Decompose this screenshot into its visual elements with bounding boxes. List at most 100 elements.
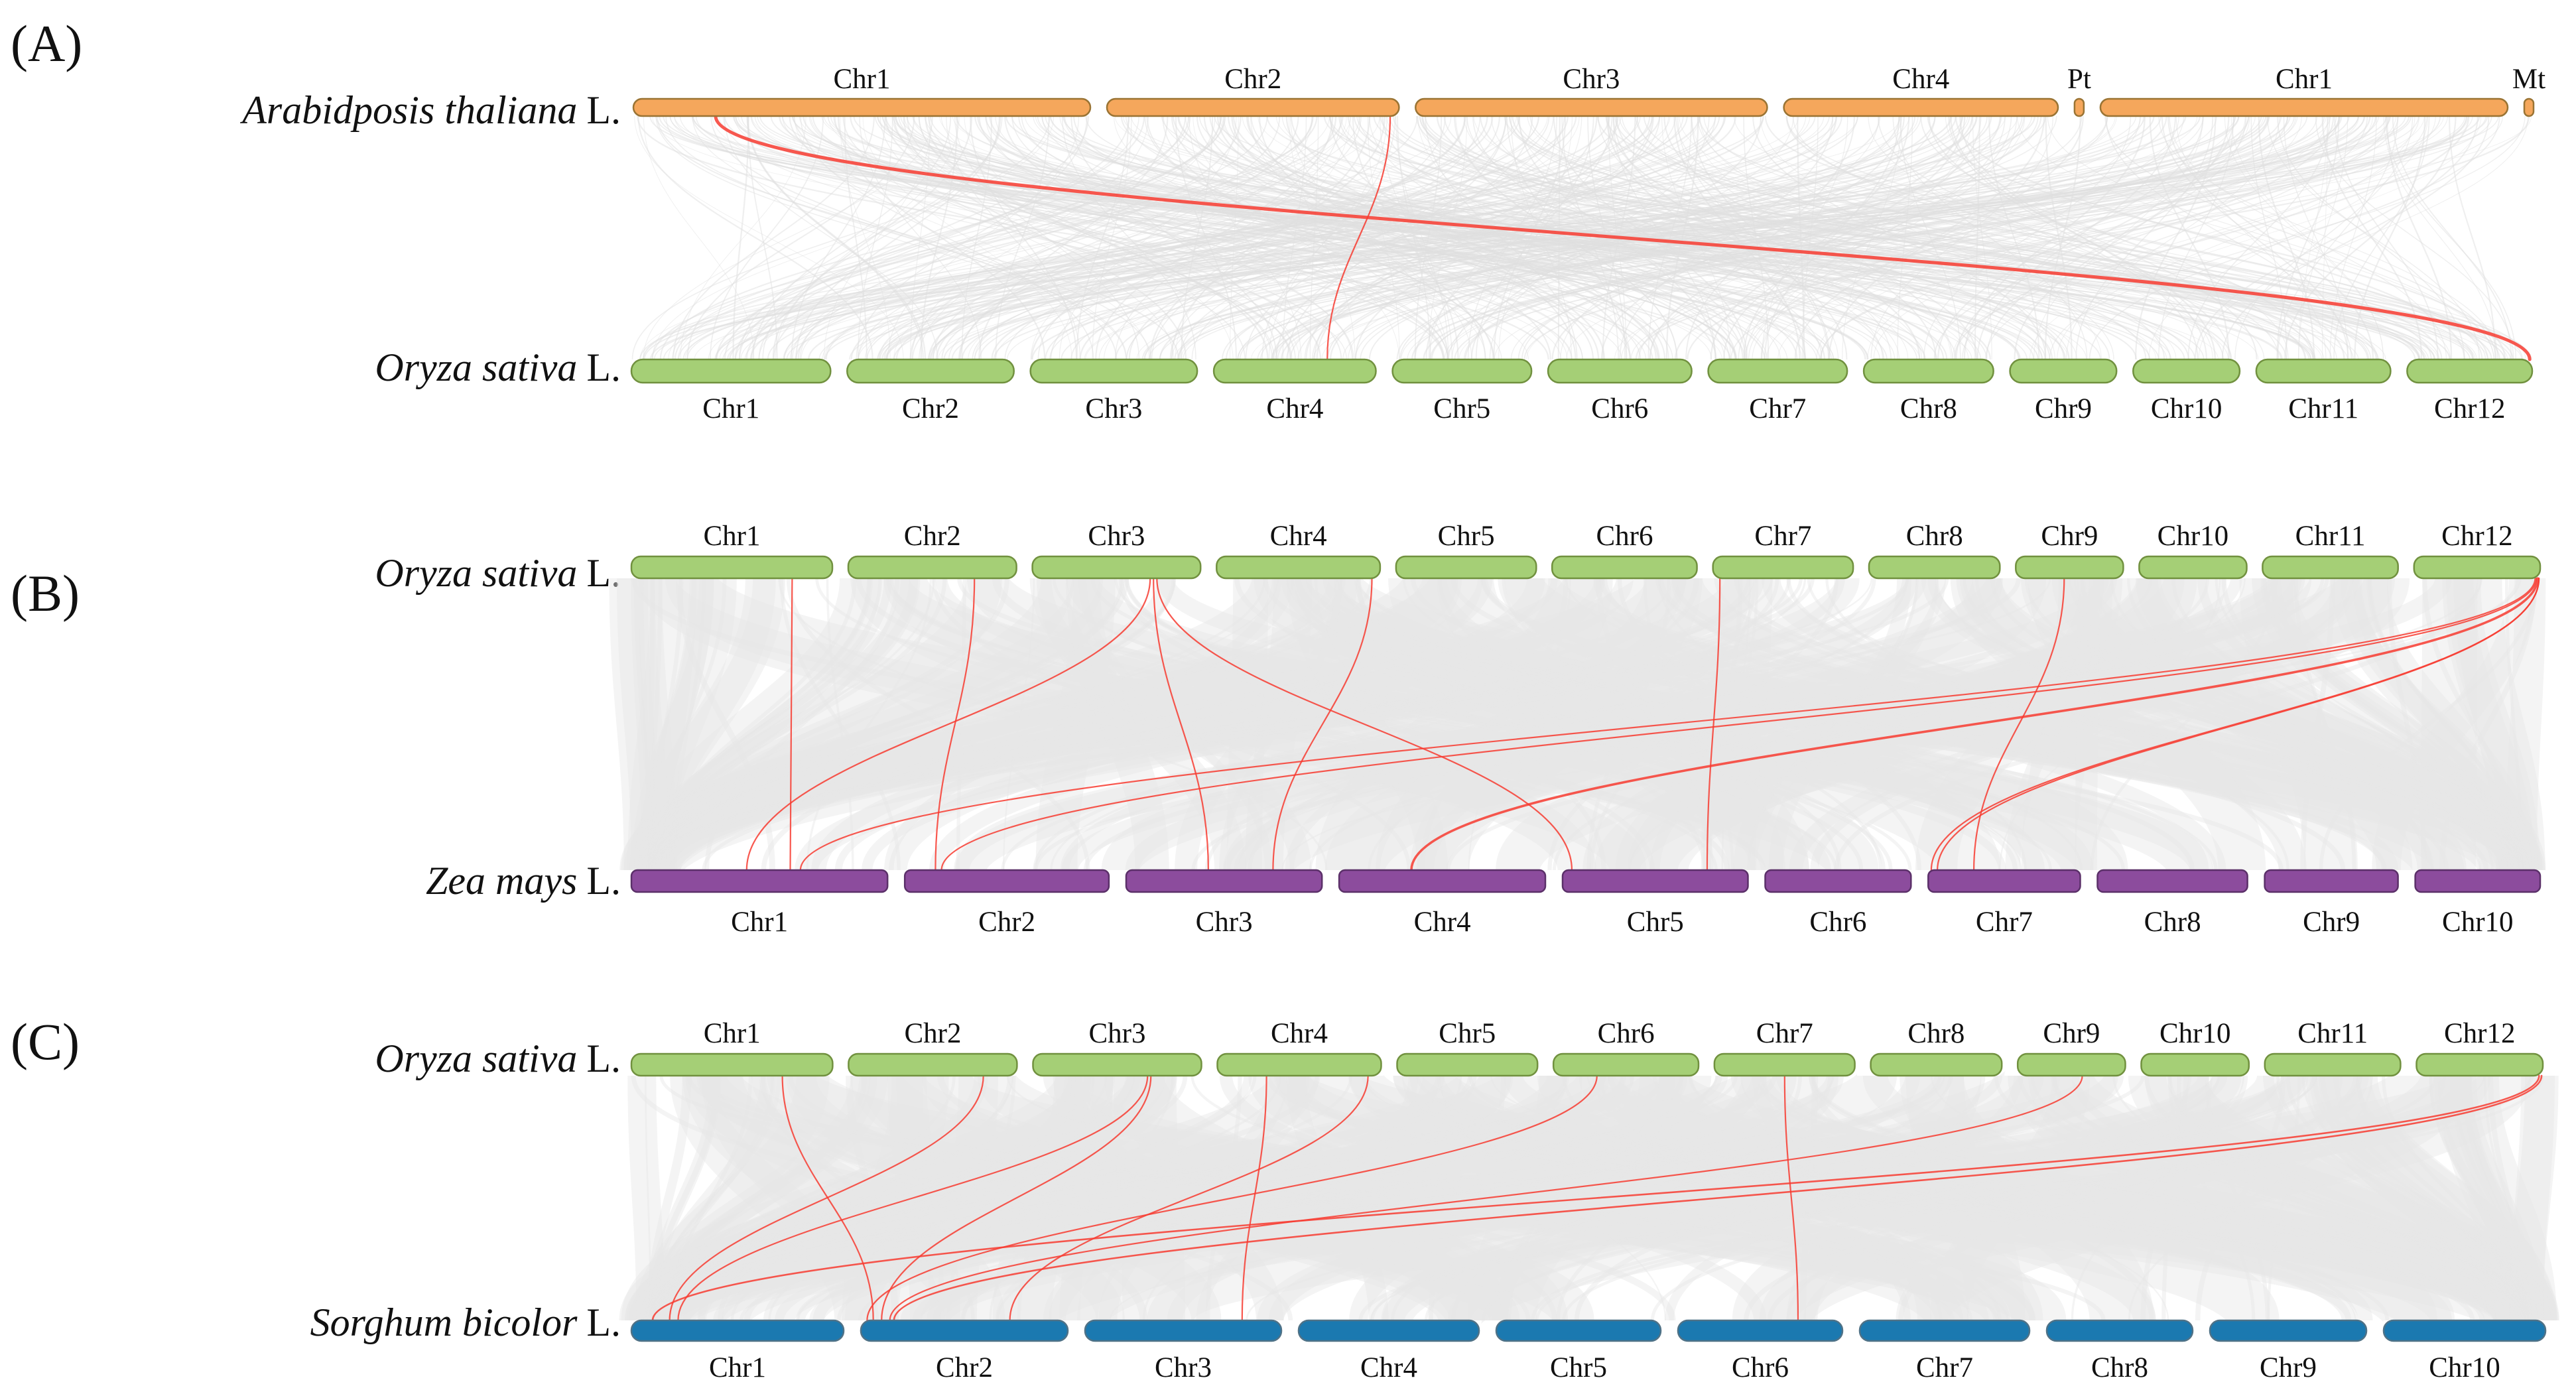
- chromosome-label: Chr6: [1596, 521, 1653, 552]
- synteny-link-gray: [696, 1072, 1520, 1324]
- synteny-link-gray: [1509, 115, 2147, 360]
- synteny-link-gray: [1018, 115, 1642, 360]
- chromosome-label: Chr11: [2288, 393, 2358, 424]
- synteny-link-gray: [1547, 578, 1838, 871]
- synteny-link-gray: [767, 1068, 2067, 1328]
- synteny-link-gray: [1276, 1062, 2559, 1334]
- synteny-link-gray: [1114, 1075, 1186, 1321]
- synteny-link-gray: [850, 576, 1596, 873]
- synteny-link-gray: [1429, 115, 2340, 360]
- synteny-link-gray: [2075, 115, 2214, 360]
- synteny-link-gray: [826, 578, 854, 871]
- synteny-link-gray: [671, 578, 706, 871]
- synteny-link-gray: [619, 571, 1699, 877]
- synteny-link-gray: [2262, 578, 2524, 871]
- synteny-link-gray: [907, 115, 1275, 360]
- synteny-link-red: [789, 577, 793, 871]
- synteny-link-gray: [715, 115, 1701, 360]
- synteny-link-gray: [954, 577, 2109, 871]
- synteny-link-gray: [1643, 578, 1734, 871]
- chromosome-bar: [1216, 555, 1382, 580]
- synteny-link-gray: [1125, 578, 1893, 871]
- synteny-link-gray: [1464, 115, 2167, 360]
- synteny-link-gray: [643, 1075, 776, 1321]
- chromosome-label: Chr1: [702, 393, 759, 424]
- chromosome-label: Chr5: [1550, 1352, 1607, 1383]
- synteny-link-gray: [2437, 1075, 2557, 1321]
- synteny-link-gray: [759, 1067, 1568, 1329]
- synteny-link-gray: [659, 1075, 1999, 1321]
- synteny-link-gray: [1006, 1075, 2009, 1321]
- synteny-link-red: [1937, 577, 2540, 871]
- synteny-link-gray: [2167, 1075, 2256, 1321]
- synteny-link-gray: [1156, 576, 2530, 872]
- synteny-link-gray: [2128, 1075, 2373, 1321]
- synteny-link-gray: [1936, 578, 2522, 871]
- synteny-link-gray: [862, 115, 1072, 360]
- synteny-link-gray: [801, 115, 1452, 360]
- chromosome-label: Chr6: [1598, 1018, 1655, 1049]
- chromosome-label: Chr5: [1438, 521, 1495, 552]
- synteny-link-gray: [2372, 578, 2538, 871]
- synteny-link-gray: [2018, 1075, 2529, 1321]
- synteny-link-gray: [846, 1075, 899, 1321]
- synteny-link-gray: [888, 577, 1545, 871]
- synteny-link-gray: [795, 115, 1653, 360]
- synteny-link-red: [1153, 577, 1209, 871]
- panel-c-red-links: [651, 1074, 2543, 1322]
- synteny-link-gray: [1144, 115, 2331, 360]
- synteny-link-gray: [1142, 1075, 1462, 1321]
- chromosome-label: Chr12: [2441, 521, 2513, 552]
- synteny-link-gray: [634, 115, 904, 360]
- synteny-link-gray: [1043, 1072, 1989, 1324]
- synteny-link-gray: [2505, 578, 2546, 871]
- synteny-link-red: [677, 1074, 1149, 1322]
- chromosome-label: Chr2: [905, 1018, 962, 1049]
- chromosome-label: Chr3: [1089, 1018, 1146, 1049]
- synteny-link-gray: [1349, 1072, 2544, 1324]
- synteny-link-gray: [747, 115, 927, 360]
- synteny-link-gray: [1289, 115, 1356, 360]
- synteny-link-gray: [648, 578, 1374, 871]
- synteny-link-gray: [1480, 115, 2051, 360]
- synteny-link-gray: [1175, 115, 1350, 360]
- synteny-link-gray: [1535, 1075, 2544, 1321]
- chromosome-label: Chr1: [731, 907, 788, 938]
- synteny-link-gray: [1370, 1075, 2485, 1321]
- synteny-link-gray: [2045, 115, 2073, 360]
- chromosome-bar: [2382, 1319, 2547, 1342]
- chromosome-label: Chr10: [2157, 521, 2229, 552]
- synteny-link-gray: [930, 115, 1811, 360]
- synteny-link-gray: [932, 1074, 2210, 1322]
- synteny-link-gray: [775, 1073, 2124, 1323]
- chromosome-bar: [2099, 97, 2509, 117]
- synteny-link-gray: [1148, 115, 2466, 360]
- synteny-link-gray: [1747, 578, 1919, 871]
- synteny-link-red: [940, 577, 2538, 871]
- synteny-link-gray: [1898, 1075, 2248, 1321]
- synteny-link-gray: [701, 1074, 941, 1322]
- synteny-link-red: [1241, 1074, 1267, 1322]
- synteny-link-gray: [977, 1071, 1963, 1325]
- synteny-link-gray: [1396, 115, 2025, 360]
- synteny-link-gray: [1293, 574, 2001, 875]
- chromosome-label: Mt: [2512, 64, 2545, 95]
- chromosome-bar: [630, 1319, 845, 1342]
- synteny-link-red: [1272, 577, 1373, 871]
- synteny-link-gray: [2329, 115, 2377, 360]
- synteny-link-gray: [2270, 578, 2524, 871]
- synteny-link-gray: [1358, 1075, 2534, 1321]
- synteny-link-gray: [634, 578, 786, 871]
- synteny-link-gray: [648, 578, 883, 871]
- synteny-link-gray: [2074, 578, 2524, 871]
- chromosome-label: Chr9: [2303, 907, 2360, 938]
- synteny-link-gray: [710, 115, 1117, 360]
- synteny-link-gray: [645, 1075, 652, 1321]
- synteny-link-gray: [946, 1075, 1016, 1321]
- synteny-link-gray: [920, 115, 958, 360]
- synteny-link-gray: [1030, 115, 1313, 360]
- chromosome-bar: [1391, 358, 1533, 384]
- synteny-link-gray: [2161, 1075, 2181, 1321]
- synteny-link-red: [1156, 577, 1573, 871]
